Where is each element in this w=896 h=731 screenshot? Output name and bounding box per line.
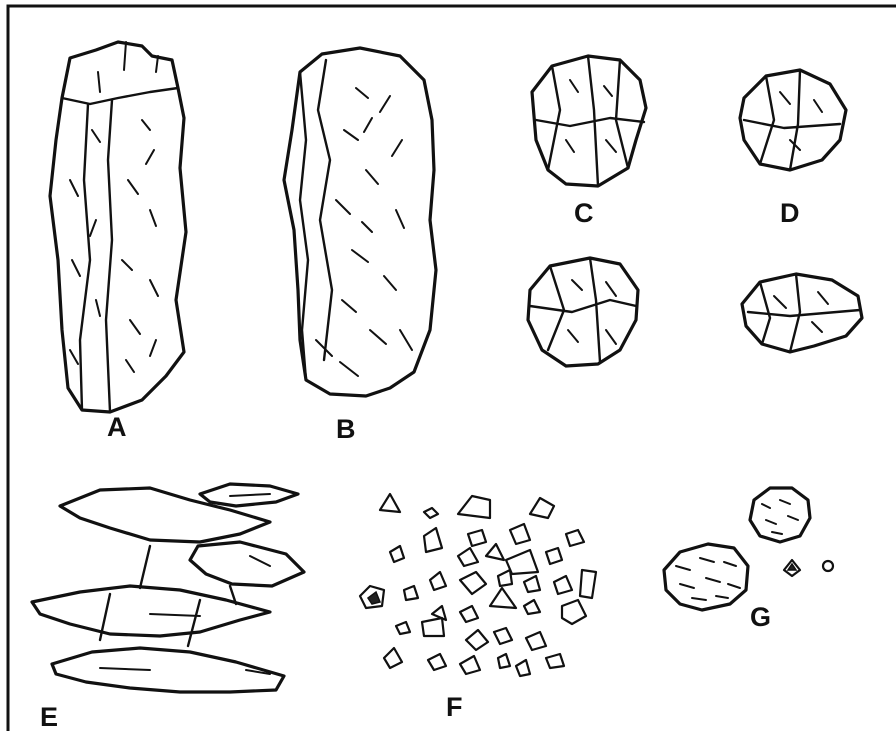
grain: [498, 654, 510, 668]
grain: [424, 528, 442, 552]
shape-d-irregular-crystal-top: [740, 70, 846, 170]
grain: [566, 530, 584, 546]
grain: [516, 660, 530, 676]
label-f: F: [446, 692, 463, 722]
grain: [384, 648, 402, 668]
grain: [530, 498, 554, 518]
grain: [546, 548, 562, 564]
grain: [486, 544, 504, 560]
shape-e-platy-flakes: [32, 484, 304, 692]
grain: [466, 630, 488, 650]
grain: [458, 496, 490, 518]
shape-f-granular-fragments: [360, 494, 596, 676]
grain: [430, 572, 446, 590]
grain: [422, 618, 444, 636]
grain: [490, 588, 516, 608]
label-b: B: [336, 414, 356, 444]
grain: [526, 632, 546, 650]
grain: [580, 570, 596, 598]
grain: [380, 494, 400, 512]
grain: [524, 600, 540, 614]
grain: [390, 546, 404, 562]
grain: [510, 524, 530, 544]
shape-d-irregular-crystal-bottom: [742, 274, 862, 352]
shape-g-rounded-aggregates: [664, 488, 833, 610]
grain: [546, 654, 564, 668]
shape-c-equant-crystal-top: [532, 56, 646, 186]
grain: [498, 570, 512, 586]
grain: [494, 628, 512, 644]
grain: [554, 576, 572, 594]
label-c: C: [574, 198, 594, 228]
grain: [428, 654, 446, 670]
label-e: E: [40, 702, 58, 731]
grain: [562, 600, 586, 624]
shape-b-prismatic-crystal: [284, 48, 436, 396]
grain: [460, 572, 486, 594]
shape-c-equant-crystal-bottom: [528, 258, 638, 366]
label-g: G: [750, 602, 771, 632]
grain: [458, 548, 478, 566]
grain: [460, 656, 480, 674]
grain: [524, 576, 540, 592]
label-a: A: [107, 412, 127, 442]
shape-a-columnar-crystal: [50, 42, 186, 412]
grain: [468, 530, 486, 546]
label-d: D: [780, 198, 800, 228]
grain: [396, 622, 410, 634]
grain: [404, 586, 418, 600]
grain: [424, 508, 438, 518]
grain: [460, 606, 478, 622]
